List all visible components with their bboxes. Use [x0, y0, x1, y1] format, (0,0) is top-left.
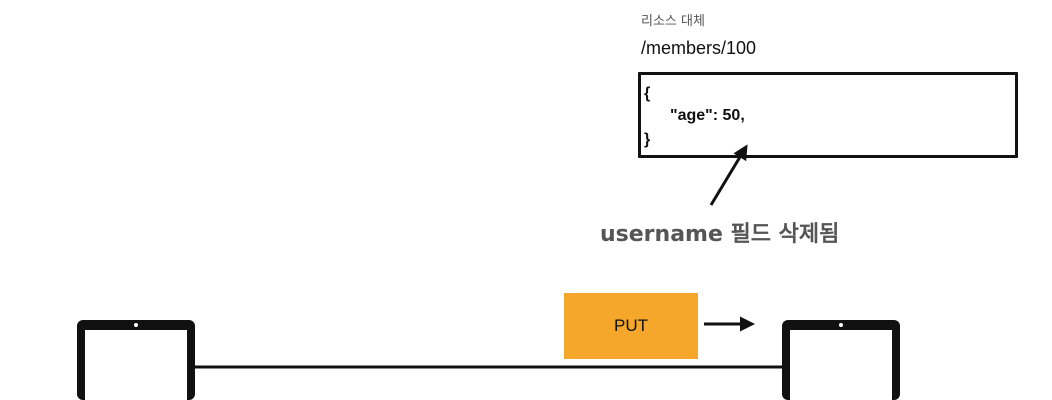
- annotation-arrow-icon: [709, 144, 748, 206]
- json-close-brace: }: [644, 131, 651, 148]
- laptop-screen: [85, 330, 187, 400]
- json-age-field: "age": 50,: [670, 107, 745, 124]
- camera-dot: [839, 323, 843, 327]
- put-method-label: PUT: [614, 316, 648, 335]
- server-laptop-icon: [782, 320, 900, 400]
- resource-caption: 리소스 대체: [641, 14, 705, 29]
- resource-path: /members/100: [641, 38, 757, 58]
- client-laptop-icon: [77, 320, 195, 400]
- annotation-label: username 필드 삭제됨: [600, 222, 840, 247]
- put-request-box: PUT: [564, 293, 698, 359]
- laptop-screen: [790, 330, 892, 400]
- json-body-box: [638, 72, 1018, 158]
- json-open-brace: {: [644, 85, 651, 102]
- camera-dot: [134, 323, 138, 327]
